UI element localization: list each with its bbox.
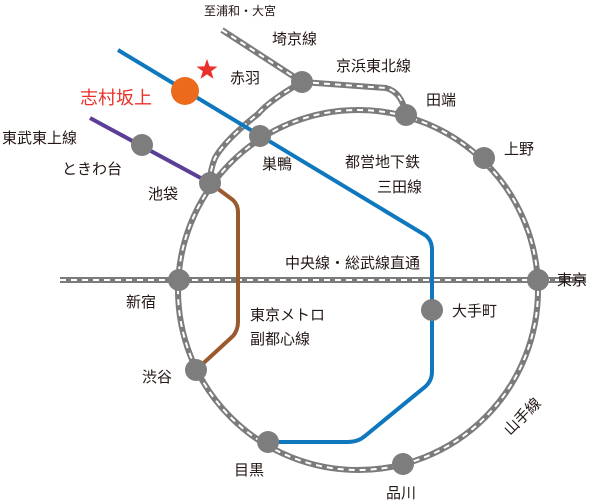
station-label-ikebukuro: 池袋 (148, 185, 178, 203)
station-label-meguro: 目黒 (234, 461, 264, 479)
station-marker-meguro[interactable] (257, 431, 279, 453)
station-label-sugamo: 巣鴨 (262, 155, 292, 173)
station-label-shinjuku: 新宿 (126, 293, 156, 311)
station-marker-shimura-sakaue[interactable] (171, 77, 199, 105)
direction-label-urawa-omiya: 至浦和・大宮 (204, 3, 276, 18)
line-label-chuo-sobu: 中央線・総武線直通 (285, 254, 420, 272)
station-marker-ueno[interactable] (473, 147, 495, 169)
station-label-shimura-sakaue: 志村坂上 (80, 88, 152, 109)
station-marker-ikebukuro[interactable] (199, 172, 221, 194)
line-label-mita-2: 三田線 (377, 178, 422, 196)
star-icon (196, 59, 218, 79)
line-label-fukutoshin-2: 副都心線 (250, 330, 310, 348)
station-label-tabata: 田端 (426, 91, 456, 109)
station-label-ueno: 上野 (504, 140, 534, 158)
fukutoshin-line (194, 181, 240, 372)
line-label-fukutoshin-1: 東京メトロ (250, 306, 325, 324)
station-marker-shibuya[interactable] (185, 359, 207, 381)
station-label-tokiwadai: ときわ台 (62, 160, 122, 178)
line-label-yamanote: 山手線 (500, 394, 545, 439)
station-label-akabane: 赤羽 (230, 69, 260, 87)
station-label-otemachi: 大手町 (452, 302, 497, 320)
line-label-tobu-tojo: 東武東上線 (2, 129, 77, 147)
line-label-saikyo: 埼京線 (272, 30, 317, 48)
line-label-keihin-tohoku: 京浜東北線 (336, 57, 411, 75)
station-label-shinagawa: 品川 (386, 484, 416, 502)
station-marker-shinagawa[interactable] (392, 453, 414, 475)
station-marker-akabane[interactable] (291, 71, 313, 93)
station-label-shibuya: 渋谷 (142, 368, 172, 386)
line-label-mita-1: 都営地下鉄 (345, 153, 420, 171)
mita-line (116, 48, 434, 444)
station-marker-otemachi[interactable] (421, 299, 443, 321)
station-marker-tokyo[interactable] (527, 269, 549, 291)
station-marker-shinjuku[interactable] (168, 269, 190, 291)
station-marker-sugamo[interactable] (249, 125, 271, 147)
station-marker-tabata[interactable] (395, 104, 417, 126)
saikyo-line (207, 27, 308, 184)
station-label-tokyo: 東京 (557, 271, 587, 289)
station-marker-tokiwadai[interactable] (131, 134, 153, 156)
